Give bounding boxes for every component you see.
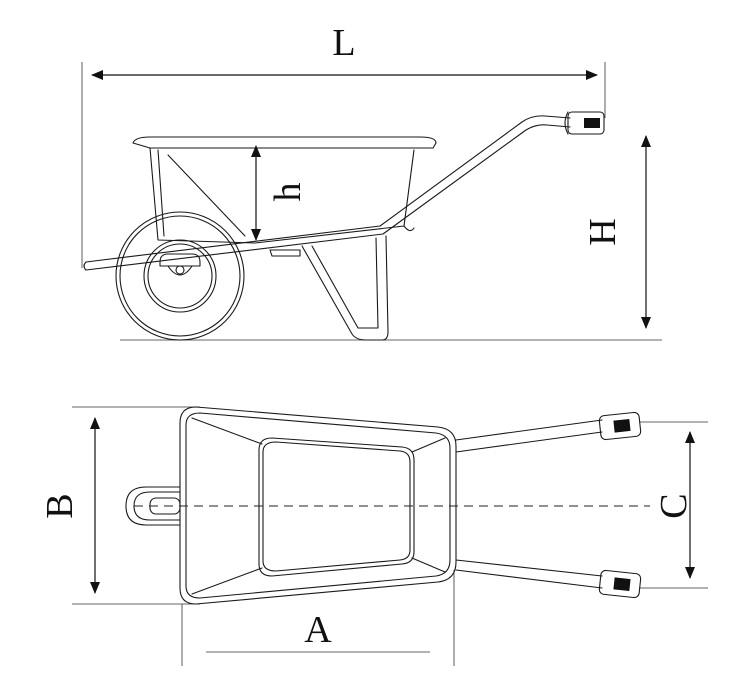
top-grip-cap-lower xyxy=(613,577,631,592)
top-grip-cap-upper xyxy=(613,418,631,433)
leg-stand xyxy=(269,235,389,341)
handles-top xyxy=(455,411,642,599)
tray xyxy=(132,136,437,244)
side-view: L h H xyxy=(81,22,662,341)
label-B: B xyxy=(39,493,81,518)
label-L: L xyxy=(332,22,355,64)
wheel xyxy=(115,211,245,341)
label-h: h xyxy=(267,183,309,202)
label-A: A xyxy=(304,609,332,651)
label-H: H xyxy=(582,218,624,245)
label-C: C xyxy=(653,493,695,518)
tray-top xyxy=(179,406,457,605)
side-grip-cap xyxy=(584,118,600,128)
chassis xyxy=(83,111,605,271)
top-view: B C A xyxy=(39,406,708,666)
